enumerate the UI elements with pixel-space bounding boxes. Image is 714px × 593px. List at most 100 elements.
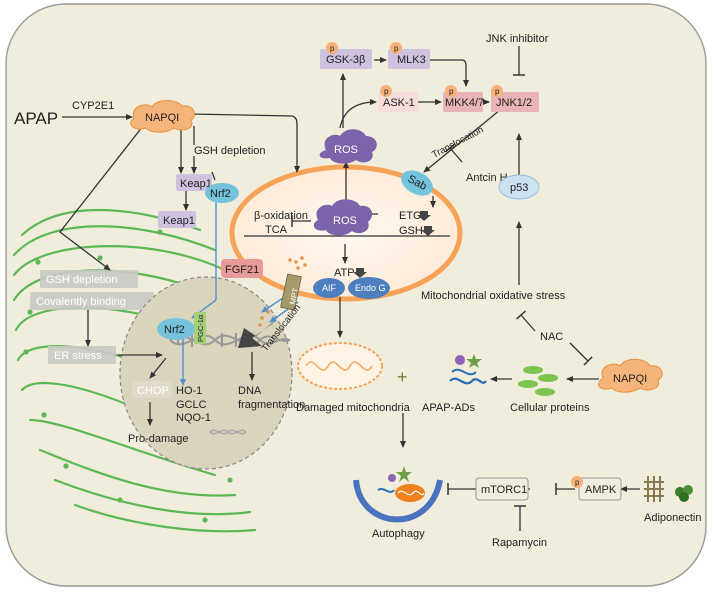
ampk-phospho-label: p <box>575 478 580 487</box>
mlk3-box <box>388 49 430 69</box>
gsk3b-label: GSK-3β <box>326 54 365 66</box>
ampk-box <box>578 477 622 501</box>
jnk-inhibitor-label: JNK inhibitor <box>486 33 549 45</box>
damaged-mitochondria-icon <box>297 342 383 390</box>
mpt-channel <box>280 273 302 311</box>
p53-oval <box>498 174 540 200</box>
etc-down-arrow-icon <box>417 211 431 221</box>
endo-g-label: Endo G <box>355 283 386 293</box>
ampk-label: AMPK <box>585 484 617 496</box>
nrf2-oval-nucleus <box>157 318 195 340</box>
p53-label: p53 <box>510 182 528 194</box>
ho1-label: HO-1 <box>176 385 202 397</box>
chop-label: CHOP <box>137 385 169 397</box>
cyp2e1-label: CYP2E1 <box>72 100 114 112</box>
fragmentation-label: fragmentation <box>238 399 305 411</box>
er-covalent-label: Covalently binding <box>36 296 126 308</box>
antcin-label: Antcin H <box>466 172 508 184</box>
cellular-proteins-icon <box>518 366 558 396</box>
napqi-cloud-right <box>598 358 663 393</box>
mkk47-phospho-badge <box>445 85 457 97</box>
jnk12-box <box>491 92 539 112</box>
oxidative-stress-label: Mitochondrial oxidative stress <box>421 290 566 302</box>
dna-helix-icon <box>169 333 291 347</box>
rapamycin-label: Rapamycin <box>492 537 547 549</box>
ros-cloud-top <box>319 129 377 164</box>
mkk47-label: MKK4/7 <box>445 97 484 109</box>
mito-ros-cloud <box>313 199 373 236</box>
mito-gsh-label: GSH <box>399 225 423 237</box>
aif-oval <box>313 278 345 298</box>
napqi-right-label: NAPQI <box>613 373 647 385</box>
sab-oval <box>401 170 433 196</box>
plus-sign: + <box>397 367 408 387</box>
ask1-phospho-label: p <box>384 87 389 96</box>
ask1-label: ASK-1 <box>383 97 415 109</box>
dna-label: DNA <box>238 385 262 397</box>
endoplasmic-reticulum <box>12 208 257 533</box>
keap1-label-top: Keap1 <box>180 178 212 190</box>
aif-label: AIF <box>322 283 337 293</box>
er-gsh-depletion-label: GSH depletion <box>46 274 118 286</box>
jnk12-phospho-badge <box>491 85 503 97</box>
beta-oxidation-label: β-oxidation <box>254 210 308 222</box>
adiponectin-receptor-icon <box>644 476 664 502</box>
endo-g-oval <box>348 277 390 299</box>
er-gsh-depletion-box <box>40 270 138 288</box>
apap-label: APAP <box>14 109 58 128</box>
chop-box <box>132 381 172 398</box>
nrf2-label-top: Nrf2 <box>210 188 231 200</box>
adiponectin-icon <box>675 485 693 502</box>
nac-label: NAC <box>540 331 563 343</box>
gsh-depletion-label: GSH depletion <box>194 145 266 157</box>
fgf21-box <box>221 259 263 278</box>
er-stress-label: ER stress <box>54 350 102 362</box>
nrf2-label-nucleus: Nrf2 <box>164 324 185 336</box>
apap-adducts-label: APAP-ADs <box>422 402 475 414</box>
keap1-box-top <box>176 174 212 191</box>
mpt-label: MPT <box>288 287 300 305</box>
nqo1-label: NQO-1 <box>176 412 211 424</box>
jnk12-phospho-label: p <box>495 87 500 96</box>
damaged-mitochondria-label: Damaged mitochondria <box>296 402 411 414</box>
ask1-phospho-badge <box>380 85 392 97</box>
mtorc1-label: mTORC1 <box>481 484 527 496</box>
ampk-phospho-badge <box>571 476 583 488</box>
translocation-arrow <box>238 320 276 348</box>
gsk3b-phospho-label: p <box>330 44 335 53</box>
mlk3-label: MLK3 <box>397 54 426 66</box>
atp-label: ATP <box>334 267 355 279</box>
gsk3b-box <box>320 49 372 69</box>
tca-label: TCA <box>265 224 288 236</box>
autophagosome-icon <box>353 466 443 523</box>
apap-adducts-icon <box>449 354 487 385</box>
er-stress-box <box>48 346 116 364</box>
keap1-label-bottom: Keap1 <box>163 215 195 227</box>
pgc1a-label: PGC-1α <box>196 314 205 342</box>
mpt-release-dots-icon <box>258 256 307 327</box>
mkk47-phospho-label: p <box>449 87 454 96</box>
gsk3b-phospho-badge <box>326 42 338 54</box>
autophagy-label: Autophagy <box>372 528 425 540</box>
mlk3-phospho-badge <box>390 42 402 54</box>
pgc1a-box <box>194 312 206 344</box>
er-covalent-box <box>30 292 154 310</box>
ask1-box <box>378 92 418 112</box>
gsh-down-arrow-icon <box>421 226 435 236</box>
nrf2-oval-top <box>205 183 239 203</box>
cellular-proteins-label: Cellular proteins <box>510 402 590 414</box>
mtorc1-box <box>475 477 529 501</box>
mito-ros-label: ROS <box>333 215 357 227</box>
jnk12-label: JNK1/2 <box>496 97 532 109</box>
napqi-label: NAPQI <box>145 112 179 124</box>
gclc-label: GCLC <box>176 399 207 411</box>
mkk47-box <box>443 92 483 112</box>
pro-damage-label: Pro-damage <box>128 433 189 445</box>
etc-label: ETC <box>399 210 421 222</box>
adiponectin-label: Adiponectin <box>644 512 702 524</box>
napqi-cloud <box>130 100 195 133</box>
keap1-box-bottom <box>158 211 196 228</box>
atp-down-arrow-icon <box>353 268 367 278</box>
ros-top-label: ROS <box>334 144 358 156</box>
